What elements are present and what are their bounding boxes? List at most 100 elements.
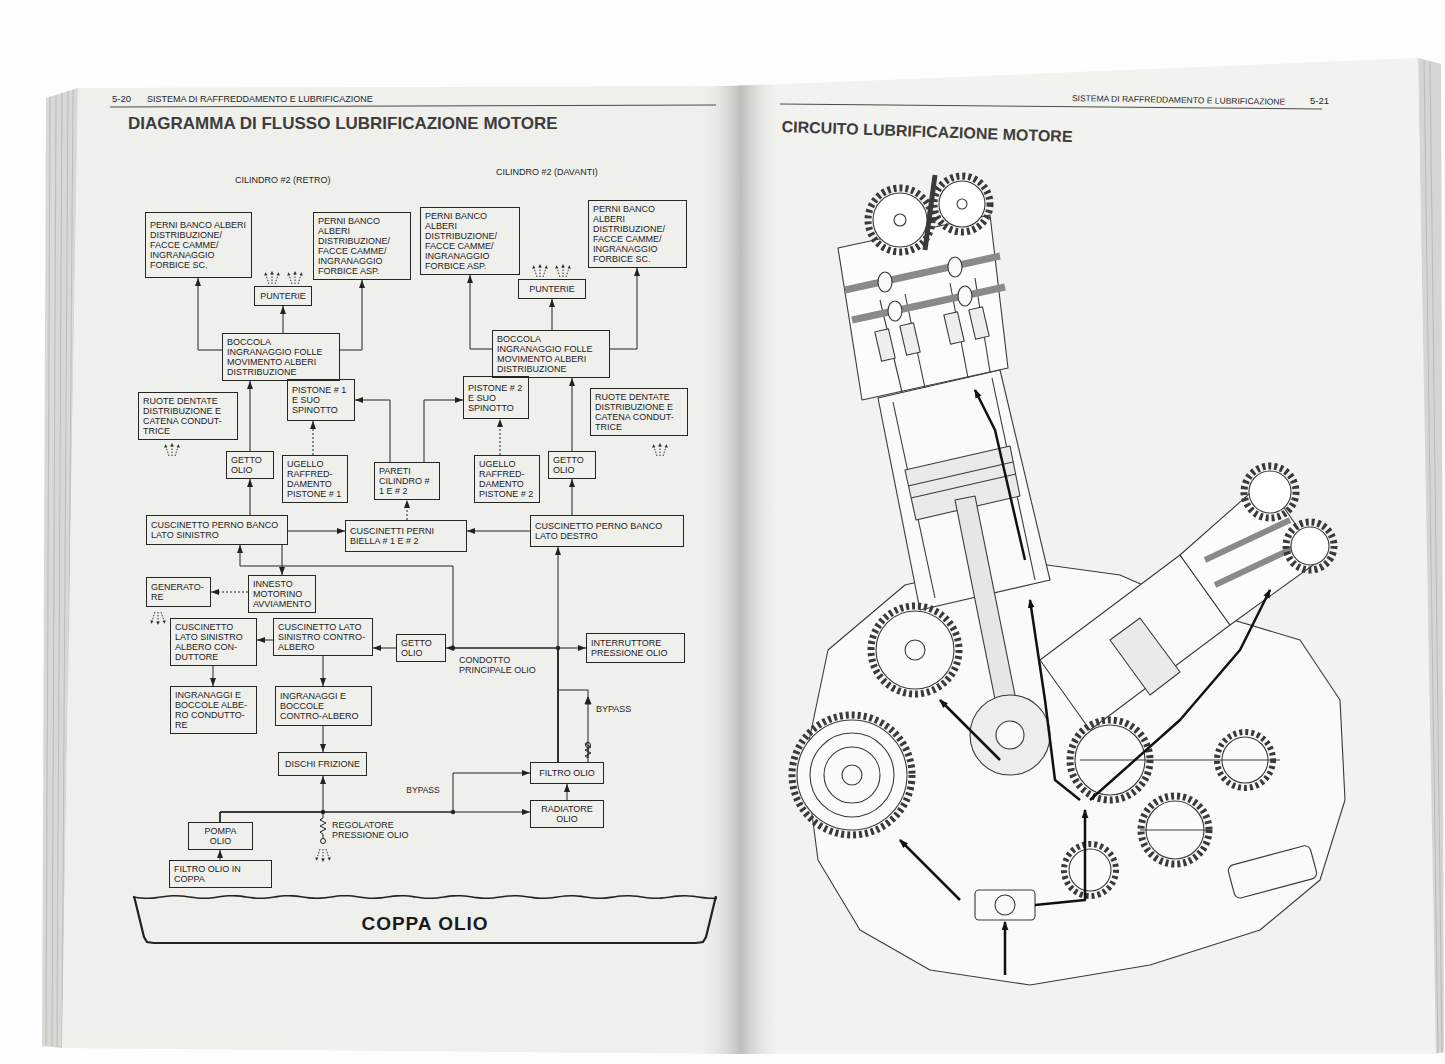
box-text: CUSCINETTO LATO SINISTRO ALBERO CON- DUT…	[175, 622, 252, 662]
process-box: INNESTO MOTORINO AVVIAMENTO	[248, 575, 316, 613]
engine-cutaway	[1004, 922, 1007, 975]
process-box: RUOTE DENTATE DISTRIBUZIONE E CATENA CON…	[590, 388, 688, 436]
process-box: GETTO OLIO	[226, 451, 274, 479]
engine-cutaway	[969, 307, 989, 339]
flow-arrow	[610, 268, 637, 349]
process-box: FILTRO OLIO	[530, 762, 604, 784]
engine-cutaway	[845, 256, 1000, 290]
box-text: PERNI BANCO ALBERI DISTRIBUZIONE/ FACCE …	[593, 204, 682, 264]
box-text: GETTO OLIO	[401, 638, 441, 658]
oil-spray-symbol	[150, 264, 668, 862]
box-text: INGRANAGGI E BOCCOLE CONTRO-ALBERO	[280, 691, 367, 721]
running-header: SISTEMA DI RAFFREDDAMENTO E LUBRIFICAZIO…	[147, 94, 373, 104]
engine-cutaway	[1035, 810, 1085, 905]
flow-arrow	[282, 545, 283, 575]
engine-cutaway	[1249, 471, 1291, 513]
engine-cutaway	[940, 700, 1000, 760]
flow-arrow	[572, 378, 573, 451]
bypass-valve-symbol	[558, 690, 591, 762]
oil-spray-symbol	[652, 443, 668, 456]
engine-cutaway	[868, 188, 932, 252]
process-box: PERNI BANCO ALBERI DISTRIBUZIONE/ FACCE …	[313, 212, 411, 280]
box-text: PERNI BANCO ALBERI DISTRIBUZIONE/ FACCE …	[318, 216, 406, 276]
bypass-label: BYPASS	[596, 704, 631, 714]
process-box: BOCCOLA INGRANAGGIO FOLLE MOVIMENTO ALBE…	[222, 333, 340, 381]
flow-arrow	[220, 850, 221, 860]
process-box: PERNI BANCO ALBERI DISTRIBUZIONE/ FACCE …	[145, 212, 252, 278]
engine-cutaway	[878, 272, 892, 292]
illustration-title: CIRCUITO LUBRIFICAZIONE MOTORE	[781, 118, 1072, 147]
process-box: UGELLO RAFFRED- DAMENTO PISTONE # 1	[282, 455, 348, 503]
box-text: FILTRO OLIO	[535, 768, 599, 778]
box-text: PUNTERIE	[523, 284, 581, 294]
engine-cutaway	[900, 840, 960, 900]
bypass-valve-symbol	[585, 697, 591, 704]
process-box: CUSCINETTO LATO SINISTRO CONTRO- ALBERO	[273, 618, 373, 656]
oil-spray-symbol	[315, 849, 331, 862]
flow-arrow	[283, 306, 284, 333]
engine-cutaway	[900, 323, 920, 355]
flow-arrow	[313, 421, 314, 455]
process-box: GETTO OLIO	[396, 634, 446, 662]
flow-arrow	[198, 278, 222, 350]
process-box: DISCHI FRIZIONE	[278, 752, 367, 776]
flow-arrow	[424, 400, 463, 462]
cylinder-label: CILINDRO #2 (RETRO)	[235, 175, 331, 185]
flow-arrow	[323, 726, 324, 752]
engine-cutaway	[792, 715, 912, 835]
engine-cutaway	[888, 301, 902, 321]
engine-cutaway	[975, 890, 1035, 920]
engine-cutaway	[875, 329, 895, 361]
flow-arrow	[250, 479, 251, 515]
engine-cutaway	[876, 611, 954, 689]
box-text: INGRANAGGI E BOCCOLE ALBE-RO CONDUTTO-RE	[175, 690, 252, 730]
flow-arrow	[500, 419, 501, 455]
oil-spray-symbol	[150, 612, 166, 625]
engine-cutaway	[934, 176, 990, 232]
oil-spray-symbol	[287, 271, 303, 284]
engine-cutaway	[1080, 760, 1280, 830]
process-box: PISTONE # 2 E SUO SPINOTTO	[463, 376, 529, 419]
box-text: UGELLO RAFFRED- DAMENTO PISTONE # 1	[287, 459, 343, 499]
flow-arrow	[340, 280, 362, 350]
engine-cutaway	[1110, 618, 1180, 695]
engine-cutaway	[1069, 849, 1111, 891]
engine-cutaway	[996, 721, 1024, 749]
engine-cutaway	[873, 193, 927, 247]
engine-cutaway	[939, 181, 985, 227]
duct-label: CONDOTTO PRINCIPALE OLIO	[459, 655, 551, 676]
process-box: UGELLO RAFFRED- DAMENTO PISTONE # 2	[474, 455, 540, 503]
engine-cutaway	[824, 747, 880, 803]
box-text: RUOTE DENTATE DISTRIBUZIONE E CATENA CON…	[143, 396, 233, 436]
engine-cutaway	[1030, 600, 1080, 800]
flow-arrow	[323, 656, 324, 686]
flow-arrow	[355, 400, 390, 462]
engine-cutaway	[1286, 522, 1334, 570]
box-text: CUSCINETTI PERNI BIELLA # 1 E # 2	[350, 526, 462, 546]
engine-cutaway	[1291, 527, 1329, 565]
box-text: PUNTERIE	[259, 291, 307, 301]
flow-arrow	[470, 275, 492, 349]
regulator-label: REGOLATORE PRESSIONE OLIO	[332, 820, 424, 841]
box-text: GETTO OLIO	[553, 455, 591, 475]
oil-surface	[133, 896, 717, 899]
process-box: PERNI BANCO ALBERI DISTRIBUZIONE/ FACCE …	[420, 207, 520, 275]
engine-cutaway	[995, 895, 1015, 915]
box-text: RADIATORE OLIO	[535, 804, 599, 824]
book-background	[62, 86, 742, 1054]
box-text: PISTONE # 1 E SUO SPINOTTO	[292, 385, 350, 415]
oil-sump: COPPA OLIO	[133, 893, 717, 945]
edge-label: BYPASS	[405, 785, 440, 795]
flow-arrow	[446, 648, 558, 762]
flow-arrow	[211, 592, 248, 593]
flow-arrow	[288, 531, 345, 532]
engine-cutaway	[893, 378, 1035, 598]
box-text: INNESTO MOTORINO AVVIAMENTO	[253, 579, 311, 609]
flow-arrow	[407, 500, 408, 520]
page-number: 5-20	[112, 94, 131, 105]
flow-arrow	[220, 776, 323, 822]
oil-spray-symbol	[555, 264, 571, 277]
process-box: INTERRUTTORE PRESSIONE OLIO	[586, 633, 685, 663]
